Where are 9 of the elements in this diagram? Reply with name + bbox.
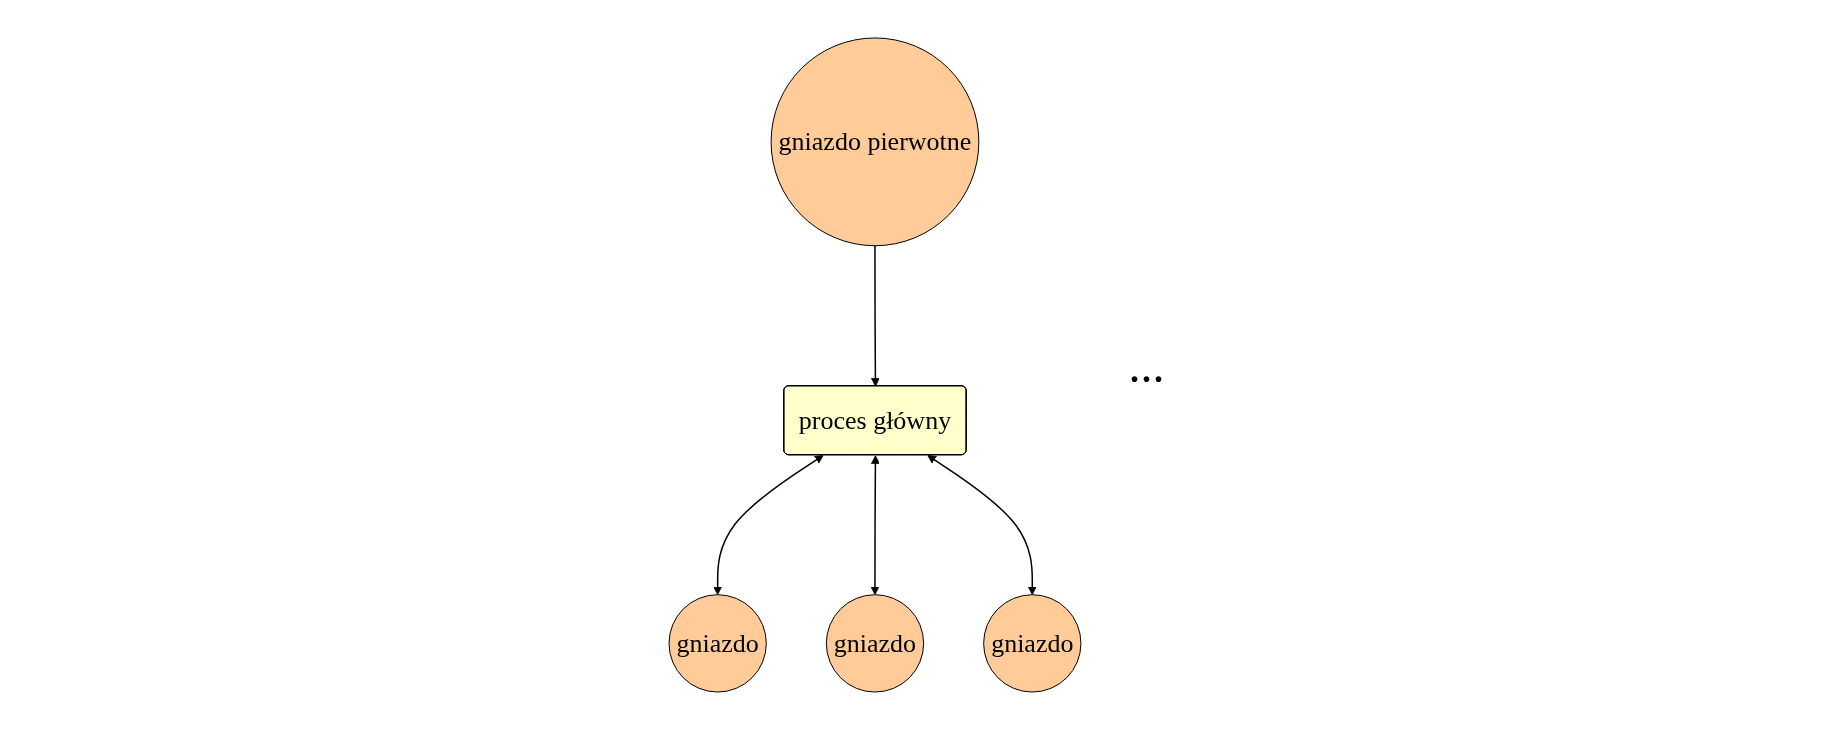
arrow [712,455,824,596]
node-circle: gniazdo [825,594,924,693]
ellipsis-text: ... [1128,337,1165,393]
node-circle: gniazdo [668,594,767,693]
node-circle: gniazdo [982,594,1081,693]
node-circle: gniazdo pierwotne [770,37,979,247]
arrow [870,455,880,596]
arrow [926,455,1037,596]
arrow [870,245,880,387]
